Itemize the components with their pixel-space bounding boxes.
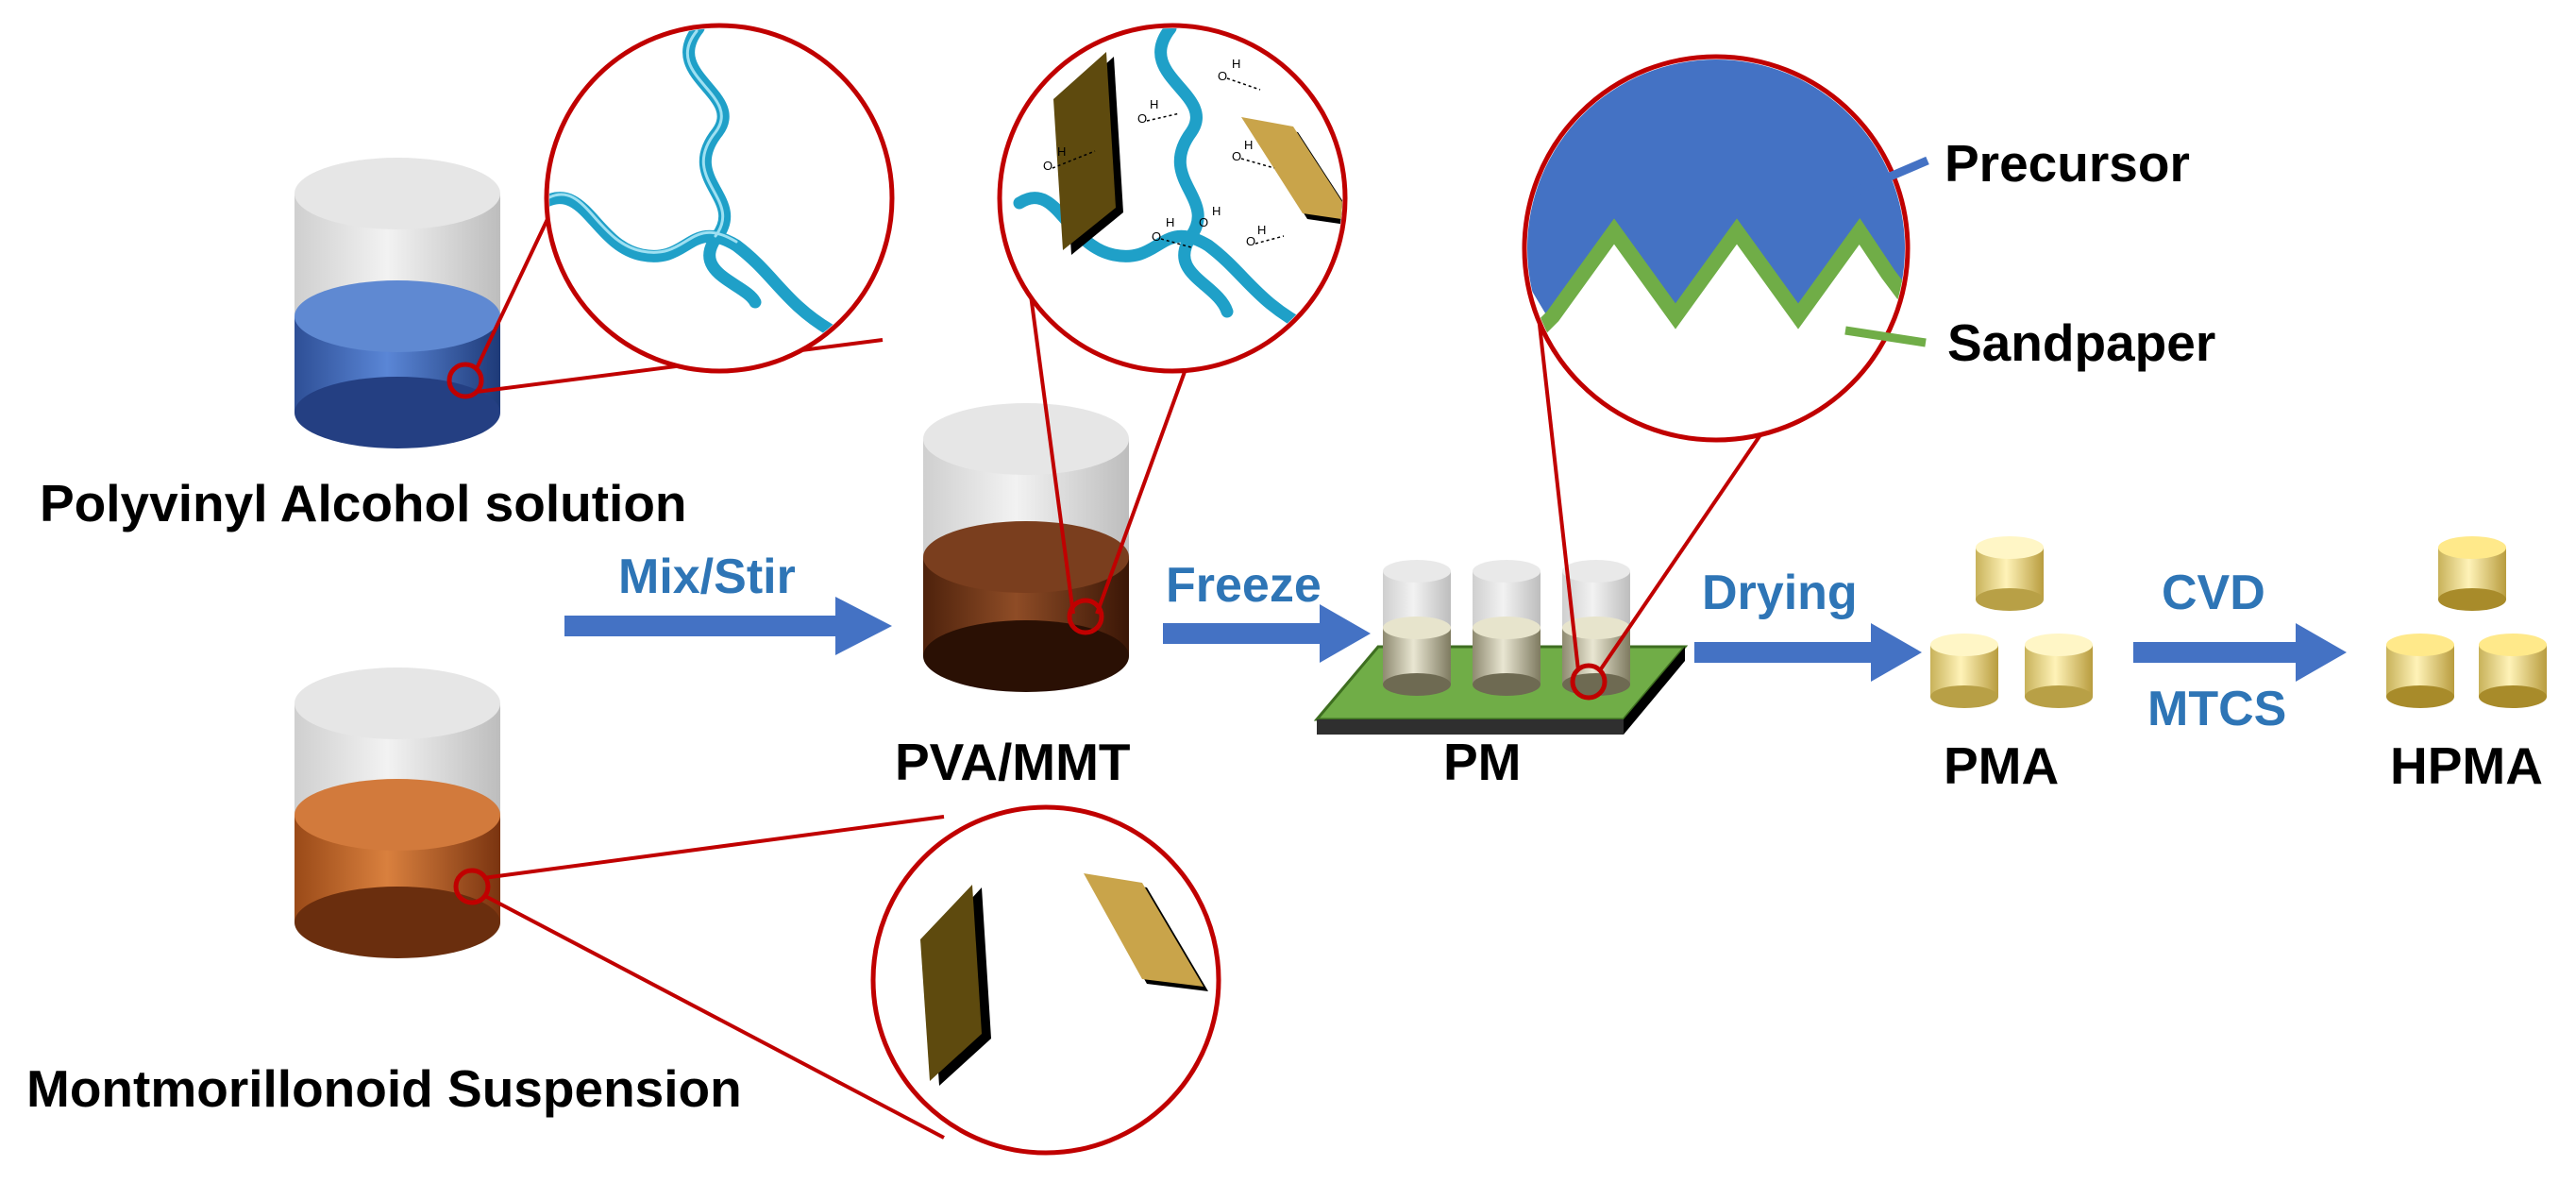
clay-platelet-icon xyxy=(1084,873,1208,991)
svg-text:O: O xyxy=(1232,149,1241,163)
cvd-step-label: CVD xyxy=(2162,566,2265,620)
magnify-spot-mix xyxy=(1067,598,1104,635)
svg-text:H: H xyxy=(1150,97,1158,111)
precursor-region xyxy=(1527,59,1905,326)
drying-arrow-icon xyxy=(1694,623,1922,682)
cvd-arrow-icon xyxy=(2133,623,2347,682)
pva-beaker-icon xyxy=(295,158,500,448)
pva-solution-label: Polyvinyl Alcohol solution xyxy=(40,474,687,532)
magnifier-circle-pva xyxy=(544,23,895,374)
magnify-lines-mix xyxy=(1022,245,1191,615)
pva-mmt-label: PVA/MMT xyxy=(895,733,1131,791)
clay-platelet-icon xyxy=(1241,117,1342,227)
magnify-lines-mmt xyxy=(482,815,945,1140)
magnify-spot-pm xyxy=(1570,663,1608,701)
aerogel-cylinder-icon xyxy=(2386,634,2454,708)
svg-text:O: O xyxy=(1199,215,1208,229)
svg-text:H: H xyxy=(1057,144,1066,159)
svg-text:H: H xyxy=(1257,223,1266,237)
magnify-spot-pva xyxy=(446,362,484,399)
sandpaper-label: Sandpaper xyxy=(1947,313,2215,372)
magnifier-circle-pm xyxy=(1522,54,1911,443)
svg-text:H: H xyxy=(1212,204,1221,218)
mmt-suspension-label: Montmorillonoid Suspension xyxy=(26,1059,742,1118)
mix-step-label: Mix/Stir xyxy=(618,549,796,604)
precursor-label: Precursor xyxy=(1945,134,2190,193)
mmt-beaker-icon xyxy=(295,668,500,958)
sample-vial-icon xyxy=(1473,560,1541,696)
svg-text:H: H xyxy=(1166,215,1174,229)
sandpaper-leader xyxy=(1844,326,1927,347)
svg-text:O: O xyxy=(1246,234,1255,248)
aerogel-cylinder-icon xyxy=(2438,536,2506,611)
precursor-leader xyxy=(1848,156,1929,198)
magnify-spot-mmt xyxy=(453,868,491,905)
sample-vial-icon xyxy=(1383,560,1451,696)
freeze-step-label: Freeze xyxy=(1166,558,1322,613)
aerogel-cylinder-icon xyxy=(1976,536,2044,611)
pma-label: PMA xyxy=(1944,736,2059,795)
sandpaper-profile xyxy=(1533,217,1905,336)
svg-text:O: O xyxy=(1137,111,1147,126)
aerogel-cylinder-icon xyxy=(2025,634,2093,708)
freeze-arrow-icon xyxy=(1163,604,1371,663)
clay-platelet-icon xyxy=(1053,52,1123,255)
hpma-label: HPMA xyxy=(2390,736,2543,795)
pva-mmt-beaker-icon xyxy=(923,403,1129,692)
mix-arrow-icon xyxy=(564,597,892,655)
svg-text:O: O xyxy=(1218,69,1227,83)
svg-text:H: H xyxy=(1244,138,1253,152)
hydrogen-bond-icon: OH OH OH OH OH OH OH xyxy=(1043,57,1266,248)
svg-text:O: O xyxy=(1043,159,1052,173)
drying-step-label: Drying xyxy=(1702,566,1858,620)
magnifier-circle-mmt xyxy=(870,804,1221,1156)
clay-platelet-icon xyxy=(920,885,991,1086)
mtcs-step-label: MTCS xyxy=(2147,682,2286,736)
pm-label: PM xyxy=(1443,733,1522,791)
aerogel-cylinder-icon xyxy=(2479,634,2547,708)
svg-text:O: O xyxy=(1152,229,1161,244)
magnifier-circle-mix: OH OH OH OH OH OH OH xyxy=(997,23,1348,374)
aerogel-cylinder-icon xyxy=(1930,634,1998,708)
svg-text:H: H xyxy=(1232,57,1240,71)
